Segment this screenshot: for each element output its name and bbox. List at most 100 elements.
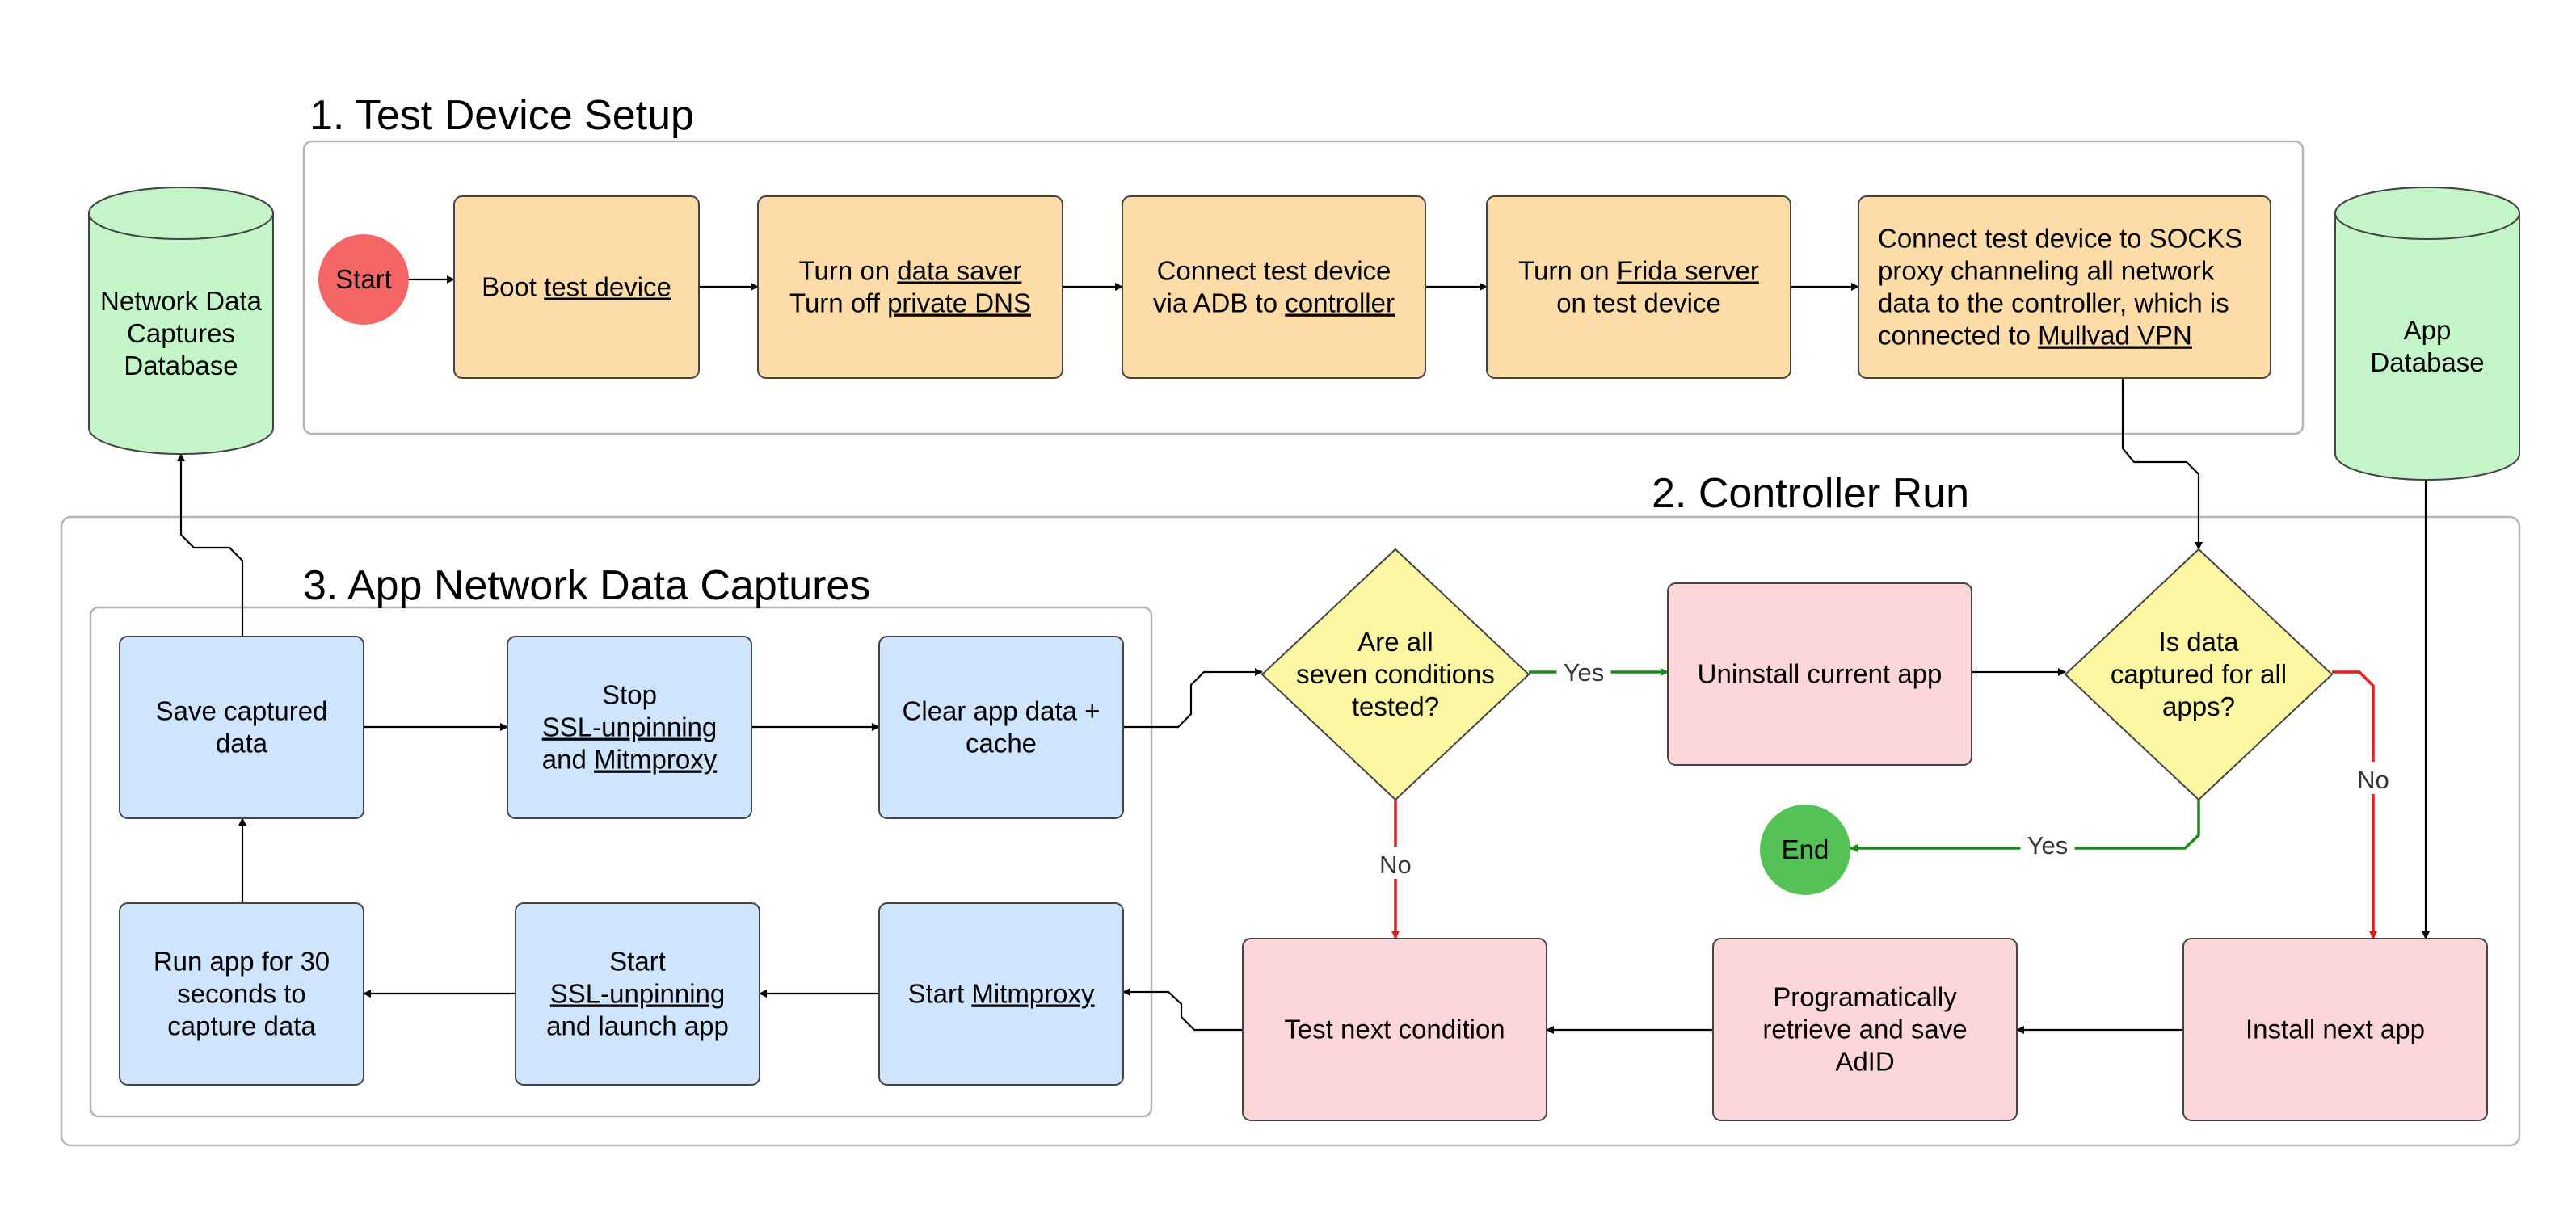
captures-container [89, 606, 1153, 1118]
edge-clear-to-cond [1123, 668, 1263, 729]
netdb-text-segment: Network Data [100, 286, 263, 316]
edge-label-background [2354, 762, 2393, 794]
startmitm-text-segment: Mitmproxy [971, 979, 1095, 1009]
appdb-text-segment: App [2404, 315, 2452, 345]
alldata-text-segment: captured for all [2111, 659, 2287, 689]
node-start: Start [318, 234, 409, 325]
edges-layer [177, 275, 2430, 1034]
startmitm-box [878, 902, 1124, 1086]
controller-container [60, 515, 2521, 1147]
appdb-text-segment: Database [2370, 347, 2484, 377]
end-text-segment: End [1782, 834, 1829, 864]
node-startmitm: Start Mitmproxy [878, 902, 1124, 1086]
datasaver-text-segment: private DNS [887, 288, 1031, 318]
run-text-segment: Run app for 30 [154, 947, 330, 977]
edge-label-background [1556, 654, 1611, 687]
boot-text-segment: Boot [482, 272, 544, 302]
uninstall-box [1667, 582, 1972, 766]
datasaver-text-segment: Turn on [799, 256, 898, 286]
run-box [119, 902, 364, 1086]
adb-text-segment: controller [1285, 288, 1395, 318]
stop-box [507, 636, 752, 819]
clear-box [878, 636, 1124, 819]
socks-text-segment: Connect test device to SOCKS [1878, 224, 2242, 254]
boot-text-segment: test device [544, 272, 671, 302]
socks-text-segment: connected to [1878, 321, 2038, 351]
alldata-text-segment: apps? [2162, 691, 2235, 721]
stop-text-segment: and [542, 745, 594, 775]
clear-label: Clear app data +cache [903, 696, 1101, 758]
edge-alldata-to-install [2332, 670, 2377, 939]
save-text-segment: data [216, 729, 268, 758]
node-boot: Boot test device [453, 195, 700, 379]
startmitm-text-segment: Start [907, 979, 971, 1009]
start-circle [318, 234, 409, 325]
setup-container [302, 140, 2305, 435]
frida-text-segment: on test device [1556, 288, 1721, 318]
adb-text-segment: via ADB to [1153, 288, 1285, 318]
edge-label-yes: Yes [2027, 831, 2069, 859]
edge-label-no: No [1379, 851, 1412, 879]
adid-box [1712, 938, 2018, 1121]
run-text-segment: capture data [167, 1011, 316, 1041]
install-label: Install next app [2246, 1015, 2425, 1044]
edge-label-yes: Yes [1564, 658, 1605, 687]
adb-text-segment: Connect test device [1157, 256, 1391, 286]
cond-text-segment: Are all [1357, 627, 1433, 657]
save-box [119, 636, 364, 819]
cond-text-segment: tested? [1352, 691, 1439, 721]
netdb-cylinder-top [88, 187, 274, 240]
edge-socks-to-alldata [2121, 378, 2203, 550]
socks-box [1858, 195, 2271, 379]
testnext-box [1242, 938, 1547, 1121]
socks-text-segment: data to the controller, which is [1878, 288, 2229, 318]
install-box [2182, 938, 2488, 1121]
node-uninstall: Uninstall current app [1667, 582, 1972, 766]
boot-box [453, 195, 700, 379]
controller-section-title: 2. Controller Run [1652, 470, 1969, 517]
frida-text-segment: Turn on [1518, 256, 1617, 286]
socks-text-segment: Mullvad VPN [2038, 321, 2192, 351]
datasaver-text-segment: Turn off [789, 288, 887, 318]
edge-alldata-to-end [1850, 800, 2200, 852]
edge-label-no: No [2357, 766, 2389, 794]
captures-section-title: 3. App Network Data Captures [303, 562, 870, 609]
appdb-cylinder-top [2334, 187, 2520, 240]
run-text-segment: seconds to [177, 979, 306, 1009]
edge-label-background [1376, 847, 1415, 879]
testnext-text-segment: Test next condition [1284, 1015, 1505, 1044]
adb-box [1122, 195, 1426, 379]
node-testnext: Test next condition [1242, 938, 1547, 1121]
adid-text-segment: Programatically [1773, 982, 1957, 1012]
testnext-label: Test next condition [1284, 1015, 1505, 1044]
end-label: End [1782, 834, 1829, 864]
alldata-diamond [2065, 548, 2333, 800]
node-end: End [1760, 805, 1850, 895]
alldata-text-segment: Is data [2158, 627, 2239, 657]
setup-section-title: 1. Test Device Setup [309, 92, 694, 139]
netdb-text-segment: Database [124, 351, 238, 380]
